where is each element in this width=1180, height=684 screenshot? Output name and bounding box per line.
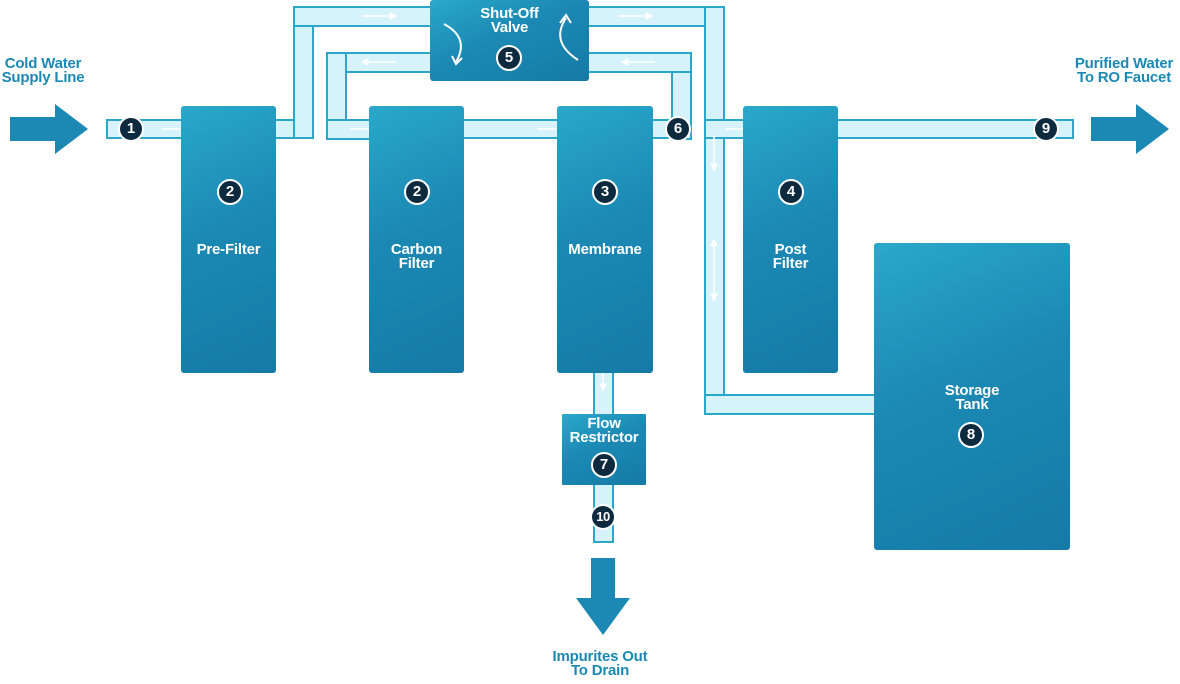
inlet-arrow-icon (10, 104, 88, 154)
point-9-badge: 9 (1033, 116, 1059, 142)
shut-off-valve-block: Shut-Off Valve 5 (430, 0, 589, 81)
drain-label: Impurites Out To Drain (552, 648, 648, 679)
storage-tank-number: 8 (958, 422, 984, 448)
post-filter-block: 4 Post Filter (743, 106, 838, 373)
post-filter-number: 4 (778, 179, 804, 205)
post-filter-label: Post Filter (772, 241, 809, 272)
drain-arrow-icon (576, 558, 630, 635)
membrane-number: 3 (592, 179, 618, 205)
carbon-filter-number: 2 (404, 179, 430, 205)
point-1-badge: 1 (118, 116, 144, 142)
valve-flow-curve-icon (443, 13, 579, 66)
storage-tank-label: Storage Tank (944, 382, 1000, 413)
point-6-badge: 6 (665, 116, 691, 142)
pipe-drain-upper (593, 368, 614, 420)
carbon-filter-block: 2 Carbon Filter (369, 106, 464, 373)
pipe-carbon-to-membrane (460, 119, 562, 139)
point-10-badge: 10 (590, 504, 616, 530)
prefilter-label: Pre-Filter (196, 241, 261, 258)
shut-off-valve-label: Shut-Off Valve (480, 5, 539, 36)
outlet-label: Purified Water To RO Faucet (1074, 55, 1174, 86)
inlet-label: Cold Water Supply Line (1, 55, 85, 86)
prefilter-block: 2 Pre-Filter (181, 106, 276, 373)
carbon-filter-label: Carbon Filter (390, 241, 443, 272)
storage-tank-block: Storage Tank 8 (874, 243, 1070, 550)
flow-restrictor-label: Flow Restrictor (569, 415, 639, 446)
outlet-arrow-icon (1091, 104, 1169, 154)
pipe-port6-to-valve (585, 52, 692, 73)
flow-restrictor-block: Flow Restrictor 7 (562, 414, 646, 485)
membrane-label: Membrane (568, 241, 642, 258)
pipe-into-postfilter (704, 119, 748, 139)
flow-restrictor-number: 7 (591, 452, 617, 478)
pipe-to-valve-top (293, 6, 433, 27)
membrane-block: 3 Membrane (557, 106, 653, 373)
pipe-tank-line-vertical (704, 6, 725, 415)
pipe-tank-line-bottom (704, 394, 880, 415)
prefilter-number: 2 (217, 179, 243, 205)
shut-off-valve-number: 5 (496, 45, 522, 71)
